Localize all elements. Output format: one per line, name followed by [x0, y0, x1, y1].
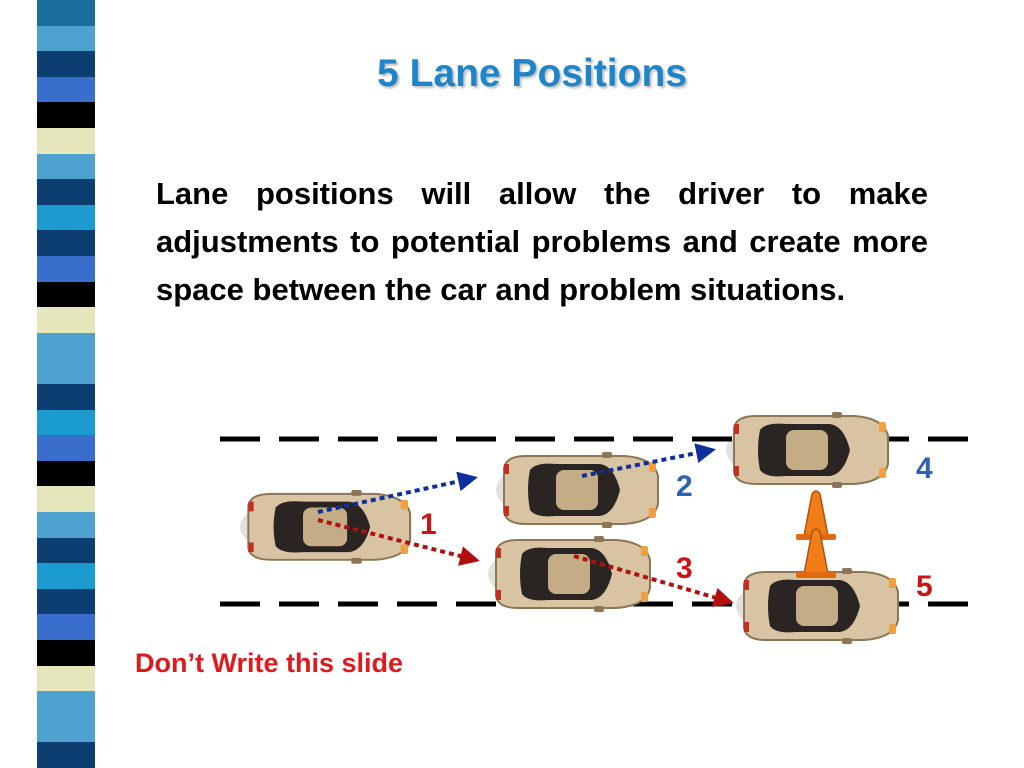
position-label-5: 5 — [916, 570, 933, 603]
arrow-to-position-4 — [581, 443, 716, 478]
stripe-segment — [37, 0, 95, 26]
position-label-3: 3 — [676, 552, 693, 585]
stripe-segment — [37, 153, 95, 180]
car-icon-position-2 — [495, 451, 659, 529]
stripe-segment — [37, 230, 95, 257]
car-icon-position-4 — [725, 411, 889, 489]
position-label-2: 2 — [676, 470, 693, 503]
stripe-segment — [37, 102, 95, 129]
stripe-segment — [37, 256, 95, 282]
stripe-segment — [37, 512, 95, 538]
stripe-segment — [37, 128, 95, 154]
stripe-segment — [37, 563, 95, 590]
stripe-segment — [37, 204, 95, 231]
stripe-segment — [37, 665, 95, 692]
stripe-segment — [37, 716, 95, 743]
slide-body-text: Lane positions will allow the driver to … — [156, 176, 928, 307]
car-icon-position-1 — [238, 488, 412, 565]
car-icon-position-3 — [487, 535, 651, 613]
stripe-segment — [37, 486, 95, 513]
stripe-segment — [37, 588, 95, 615]
stripe-segment — [37, 742, 95, 768]
stripe-segment — [37, 281, 95, 308]
arrow-to-position-5 — [573, 554, 734, 608]
position-label-4: 4 — [916, 452, 933, 485]
stripe-segment — [37, 614, 95, 641]
stripe-segment — [37, 460, 95, 487]
stripe-segment — [37, 409, 95, 436]
stripe-segment — [37, 51, 95, 78]
stripe-segment — [37, 358, 95, 385]
slide-title: 5 Lane Positions — [377, 52, 687, 95]
stripe-segment — [37, 307, 95, 334]
position-label-1: 1 — [420, 508, 437, 541]
stripe-segment — [37, 537, 95, 564]
car-icon-position-5 — [735, 567, 899, 645]
stripe-segment — [37, 179, 95, 206]
decorative-side-stripe — [0, 0, 118, 768]
stripe-segment — [37, 384, 95, 410]
arrow-to-position-3 — [317, 518, 480, 566]
stripe-segment — [37, 640, 95, 666]
stripe-segment — [37, 332, 95, 359]
stripe-segment — [37, 76, 95, 103]
stripe-segment — [37, 25, 95, 52]
note-text: Don’t Write this slide — [135, 648, 404, 678]
stripe-segment — [37, 435, 95, 462]
stripe-segment — [37, 691, 95, 718]
